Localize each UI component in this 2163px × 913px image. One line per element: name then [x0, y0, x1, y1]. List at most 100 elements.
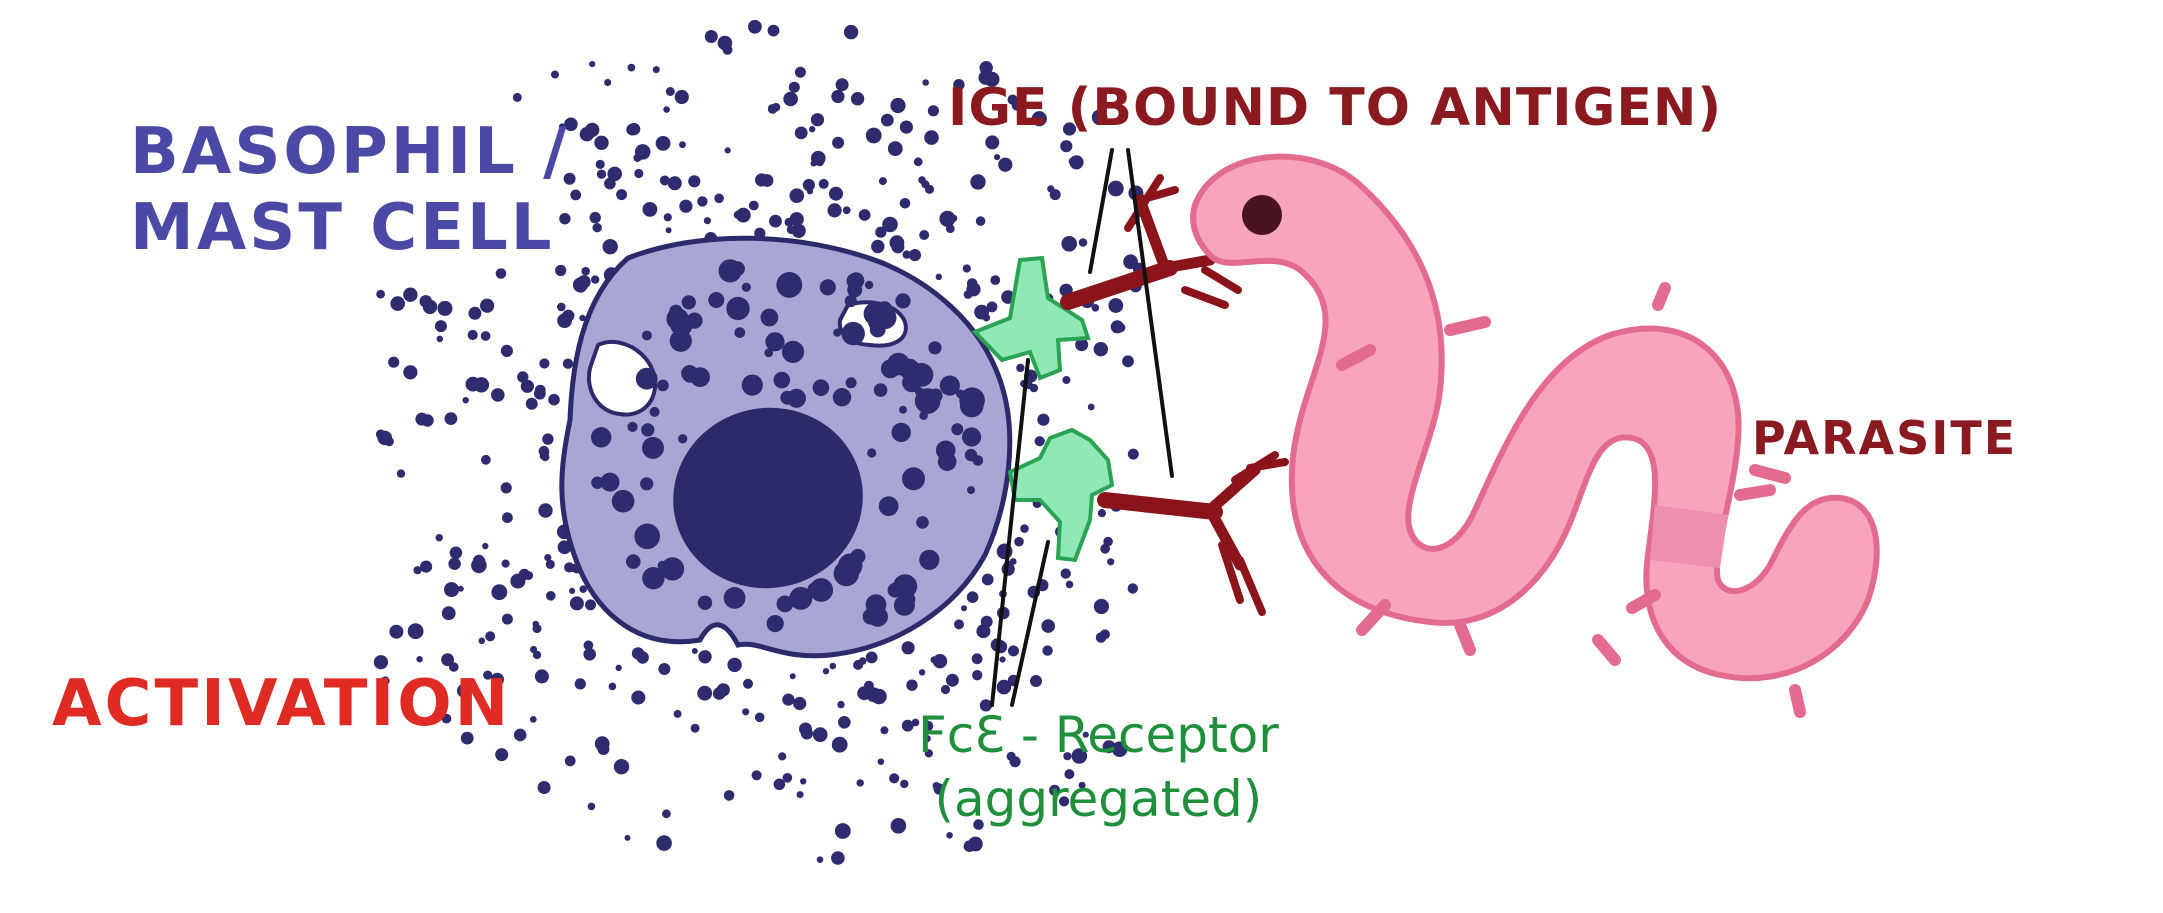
pointer-lines: [990, 148, 1174, 707]
released-granule: [822, 668, 830, 675]
released-granule: [441, 653, 454, 667]
released-granule: [843, 24, 859, 40]
worm-bump: [1444, 316, 1491, 336]
released-granule: [970, 174, 986, 190]
cell-granule: [600, 472, 620, 492]
released-granule: [782, 773, 793, 783]
cell-granule: [776, 272, 803, 298]
released-granule: [501, 559, 510, 568]
released-granule: [789, 188, 805, 203]
released-granule: [557, 302, 566, 312]
released-granule: [538, 503, 553, 518]
released-granule: [976, 624, 991, 639]
released-granule: [557, 540, 572, 555]
cell-granule: [841, 321, 865, 346]
cell-granule: [832, 388, 852, 407]
released-granule: [574, 678, 586, 690]
cell-granule: [723, 587, 746, 609]
worm-bump: [1336, 344, 1376, 371]
worm-bump: [1592, 634, 1621, 666]
released-granule: [714, 193, 724, 204]
released-granule: [437, 300, 453, 316]
cell-granule: [640, 477, 654, 491]
released-granule: [444, 412, 458, 425]
released-granule: [595, 159, 605, 169]
released-granule: [773, 778, 786, 791]
released-granule: [919, 230, 930, 240]
released-granule: [863, 680, 874, 691]
released-granule: [890, 818, 907, 834]
released-granule: [542, 433, 554, 445]
released-granule: [900, 779, 909, 789]
ige-antibody: [1060, 174, 1242, 310]
released-granule: [642, 202, 658, 217]
released-granule: [1063, 752, 1072, 761]
released-granule: [667, 176, 682, 191]
released-granule: [592, 223, 602, 233]
released-granule: [918, 176, 926, 184]
released-granule: [877, 758, 885, 765]
released-granule: [1082, 731, 1089, 738]
released-granule: [748, 19, 762, 34]
cell-granule: [641, 330, 652, 341]
released-granule: [827, 203, 842, 218]
released-granule: [939, 210, 956, 227]
released-granule: [688, 175, 701, 188]
released-granule: [906, 679, 918, 691]
released-granule: [679, 199, 693, 213]
released-granule: [875, 226, 887, 238]
released-granule: [1078, 781, 1086, 789]
worm-band: [1650, 505, 1728, 568]
released-granule: [407, 623, 424, 640]
released-granule: [1062, 376, 1071, 384]
released-granule: [624, 834, 631, 841]
released-granule: [480, 331, 491, 341]
cell-granule: [898, 358, 920, 380]
released-granule: [564, 117, 578, 132]
released-granule: [604, 78, 612, 87]
released-granule: [652, 66, 660, 74]
released-granule: [810, 113, 825, 127]
cell-granule: [838, 553, 863, 578]
released-granule: [627, 122, 641, 136]
released-granule: [1042, 645, 1053, 656]
released-granule: [545, 559, 555, 570]
worm-eye: [1242, 195, 1282, 235]
released-granule: [434, 320, 447, 333]
released-granule: [782, 693, 795, 706]
released-granule: [760, 174, 774, 187]
released-granule: [834, 823, 851, 839]
receptor-label: FcƐ - Receptor (aggregated): [918, 710, 1279, 838]
released-granule: [539, 358, 550, 369]
released-granule: [901, 641, 915, 655]
released-granule: [945, 224, 955, 234]
released-granule: [1041, 619, 1055, 633]
released-granule: [733, 210, 742, 219]
released-granule: [901, 719, 914, 732]
cell-granule: [847, 272, 865, 289]
released-granule: [602, 239, 618, 255]
receptor-pointer-line: [990, 358, 1030, 707]
cell-granule: [916, 516, 929, 529]
released-granule: [953, 79, 965, 91]
released-granule: [871, 239, 885, 254]
released-granule: [810, 160, 817, 167]
released-granule: [923, 735, 931, 743]
released-granule: [416, 656, 423, 663]
released-granule: [597, 743, 610, 755]
cell-granule: [928, 341, 942, 355]
released-granule: [1103, 536, 1113, 547]
released-granule: [1087, 403, 1095, 411]
released-granule: [838, 716, 851, 729]
released-granule: [979, 699, 993, 712]
released-granule: [972, 670, 983, 681]
released-granule: [422, 299, 438, 315]
cell-granule: [789, 586, 813, 610]
cell-granule: [880, 359, 900, 379]
activation-label: ACTIVATION: [52, 667, 512, 741]
released-granule: [1029, 383, 1039, 393]
cell-granule: [939, 375, 960, 396]
released-granule: [882, 216, 898, 233]
